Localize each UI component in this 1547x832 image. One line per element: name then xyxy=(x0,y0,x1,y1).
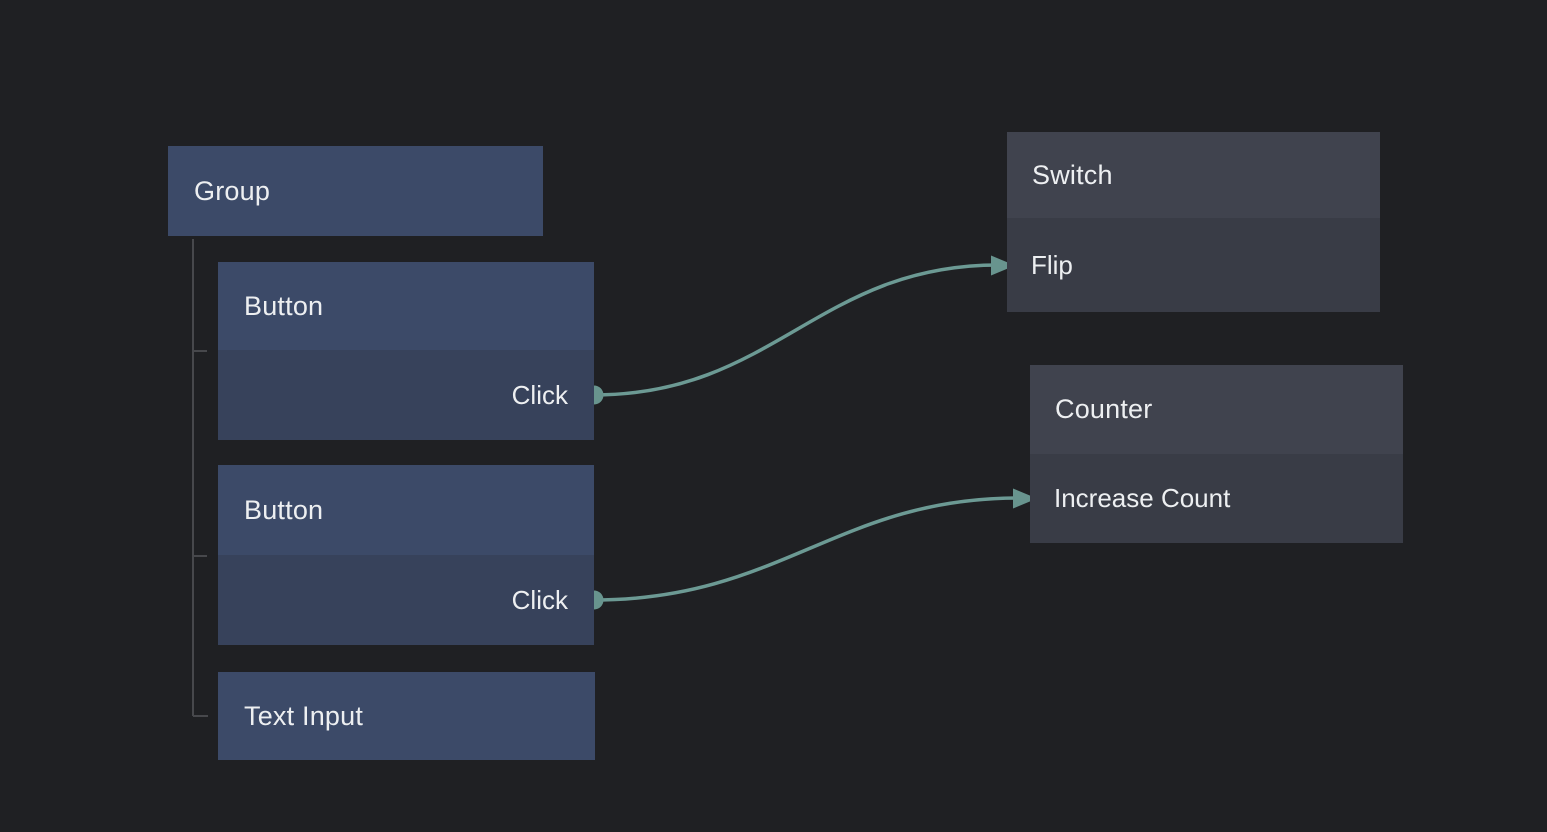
node-text-input[interactable]: Text Input xyxy=(218,672,595,760)
input-port-label: Increase Count xyxy=(1054,483,1231,513)
node-switch[interactable]: Switch Flip xyxy=(1007,132,1380,312)
node-button-2[interactable]: Button Click xyxy=(218,465,594,645)
node-button-1-header[interactable]: Button xyxy=(218,262,594,350)
node-counter-header[interactable]: Counter xyxy=(1030,365,1403,454)
input-port-increase-count[interactable]: Increase Count xyxy=(1030,454,1403,543)
node-counter[interactable]: Counter Increase Count xyxy=(1030,365,1403,543)
node-title: Switch xyxy=(1032,159,1113,190)
node-group[interactable]: Group xyxy=(168,146,543,236)
input-port-flip[interactable]: Flip xyxy=(1007,218,1380,312)
output-port-label: Click xyxy=(511,379,568,410)
wire-button2-click-to-counter-increase[interactable] xyxy=(593,496,1019,602)
node-title: Button xyxy=(244,290,324,321)
node-button-2-header[interactable]: Button xyxy=(218,465,594,555)
node-group-header[interactable]: Group xyxy=(168,146,543,236)
group-children-tree-line xyxy=(192,239,208,717)
node-title: Group xyxy=(194,175,271,206)
node-switch-header[interactable]: Switch xyxy=(1007,132,1380,218)
input-port-label: Flip xyxy=(1031,249,1073,280)
node-title: Text Input xyxy=(244,700,364,731)
node-button-1[interactable]: Button Click xyxy=(218,262,594,440)
node-title: Button xyxy=(244,494,324,525)
output-port-click[interactable]: Click xyxy=(218,555,594,645)
output-port-label: Click xyxy=(511,584,568,615)
wire-button1-click-to-switch-flip[interactable] xyxy=(593,263,999,397)
node-text-input-header[interactable]: Text Input xyxy=(218,672,595,760)
output-port-click[interactable]: Click xyxy=(218,350,594,440)
node-title: Counter xyxy=(1055,394,1153,424)
